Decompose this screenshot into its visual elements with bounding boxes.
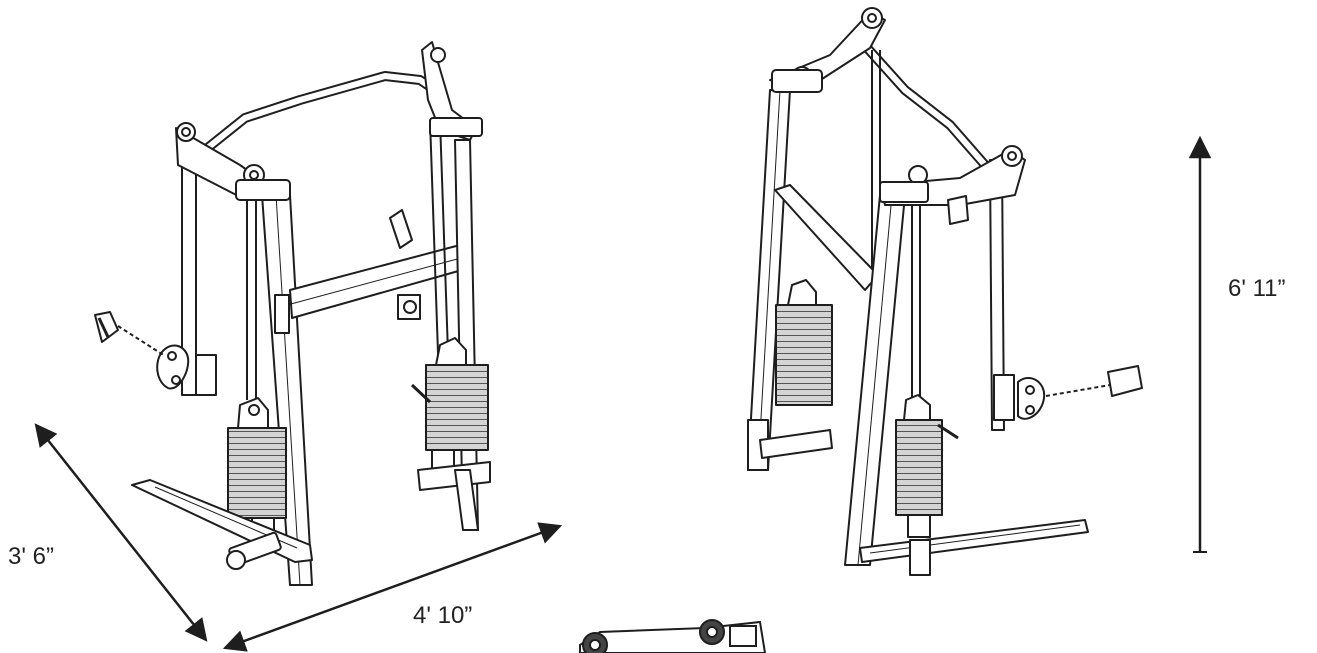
cable-handle-rear xyxy=(1107,365,1143,397)
side-pulley-rear xyxy=(1017,377,1046,420)
cable-handle-left xyxy=(94,311,119,343)
height-dimension-label: 6' 11” xyxy=(1228,275,1286,302)
pulley-detail-view xyxy=(579,619,767,653)
width-dimension-arrow xyxy=(222,522,563,652)
rear-angled-view xyxy=(747,7,1143,576)
diagonal-brace xyxy=(774,184,879,291)
weight-stack-rear-right xyxy=(895,419,943,516)
width-dimension-label: 4' 10” xyxy=(413,602,473,629)
weight-stack-right xyxy=(425,364,489,451)
front-angled-view xyxy=(94,41,491,586)
depth-dimension-label: 3' 6” xyxy=(8,543,54,570)
weight-stack-rear-left xyxy=(775,304,833,406)
base-foot-rear xyxy=(859,519,1089,563)
weight-stack-left xyxy=(227,427,287,519)
cable-handle-right xyxy=(389,209,413,249)
depth-dimension-arrow xyxy=(34,423,208,642)
top-arch-bar xyxy=(200,71,443,155)
